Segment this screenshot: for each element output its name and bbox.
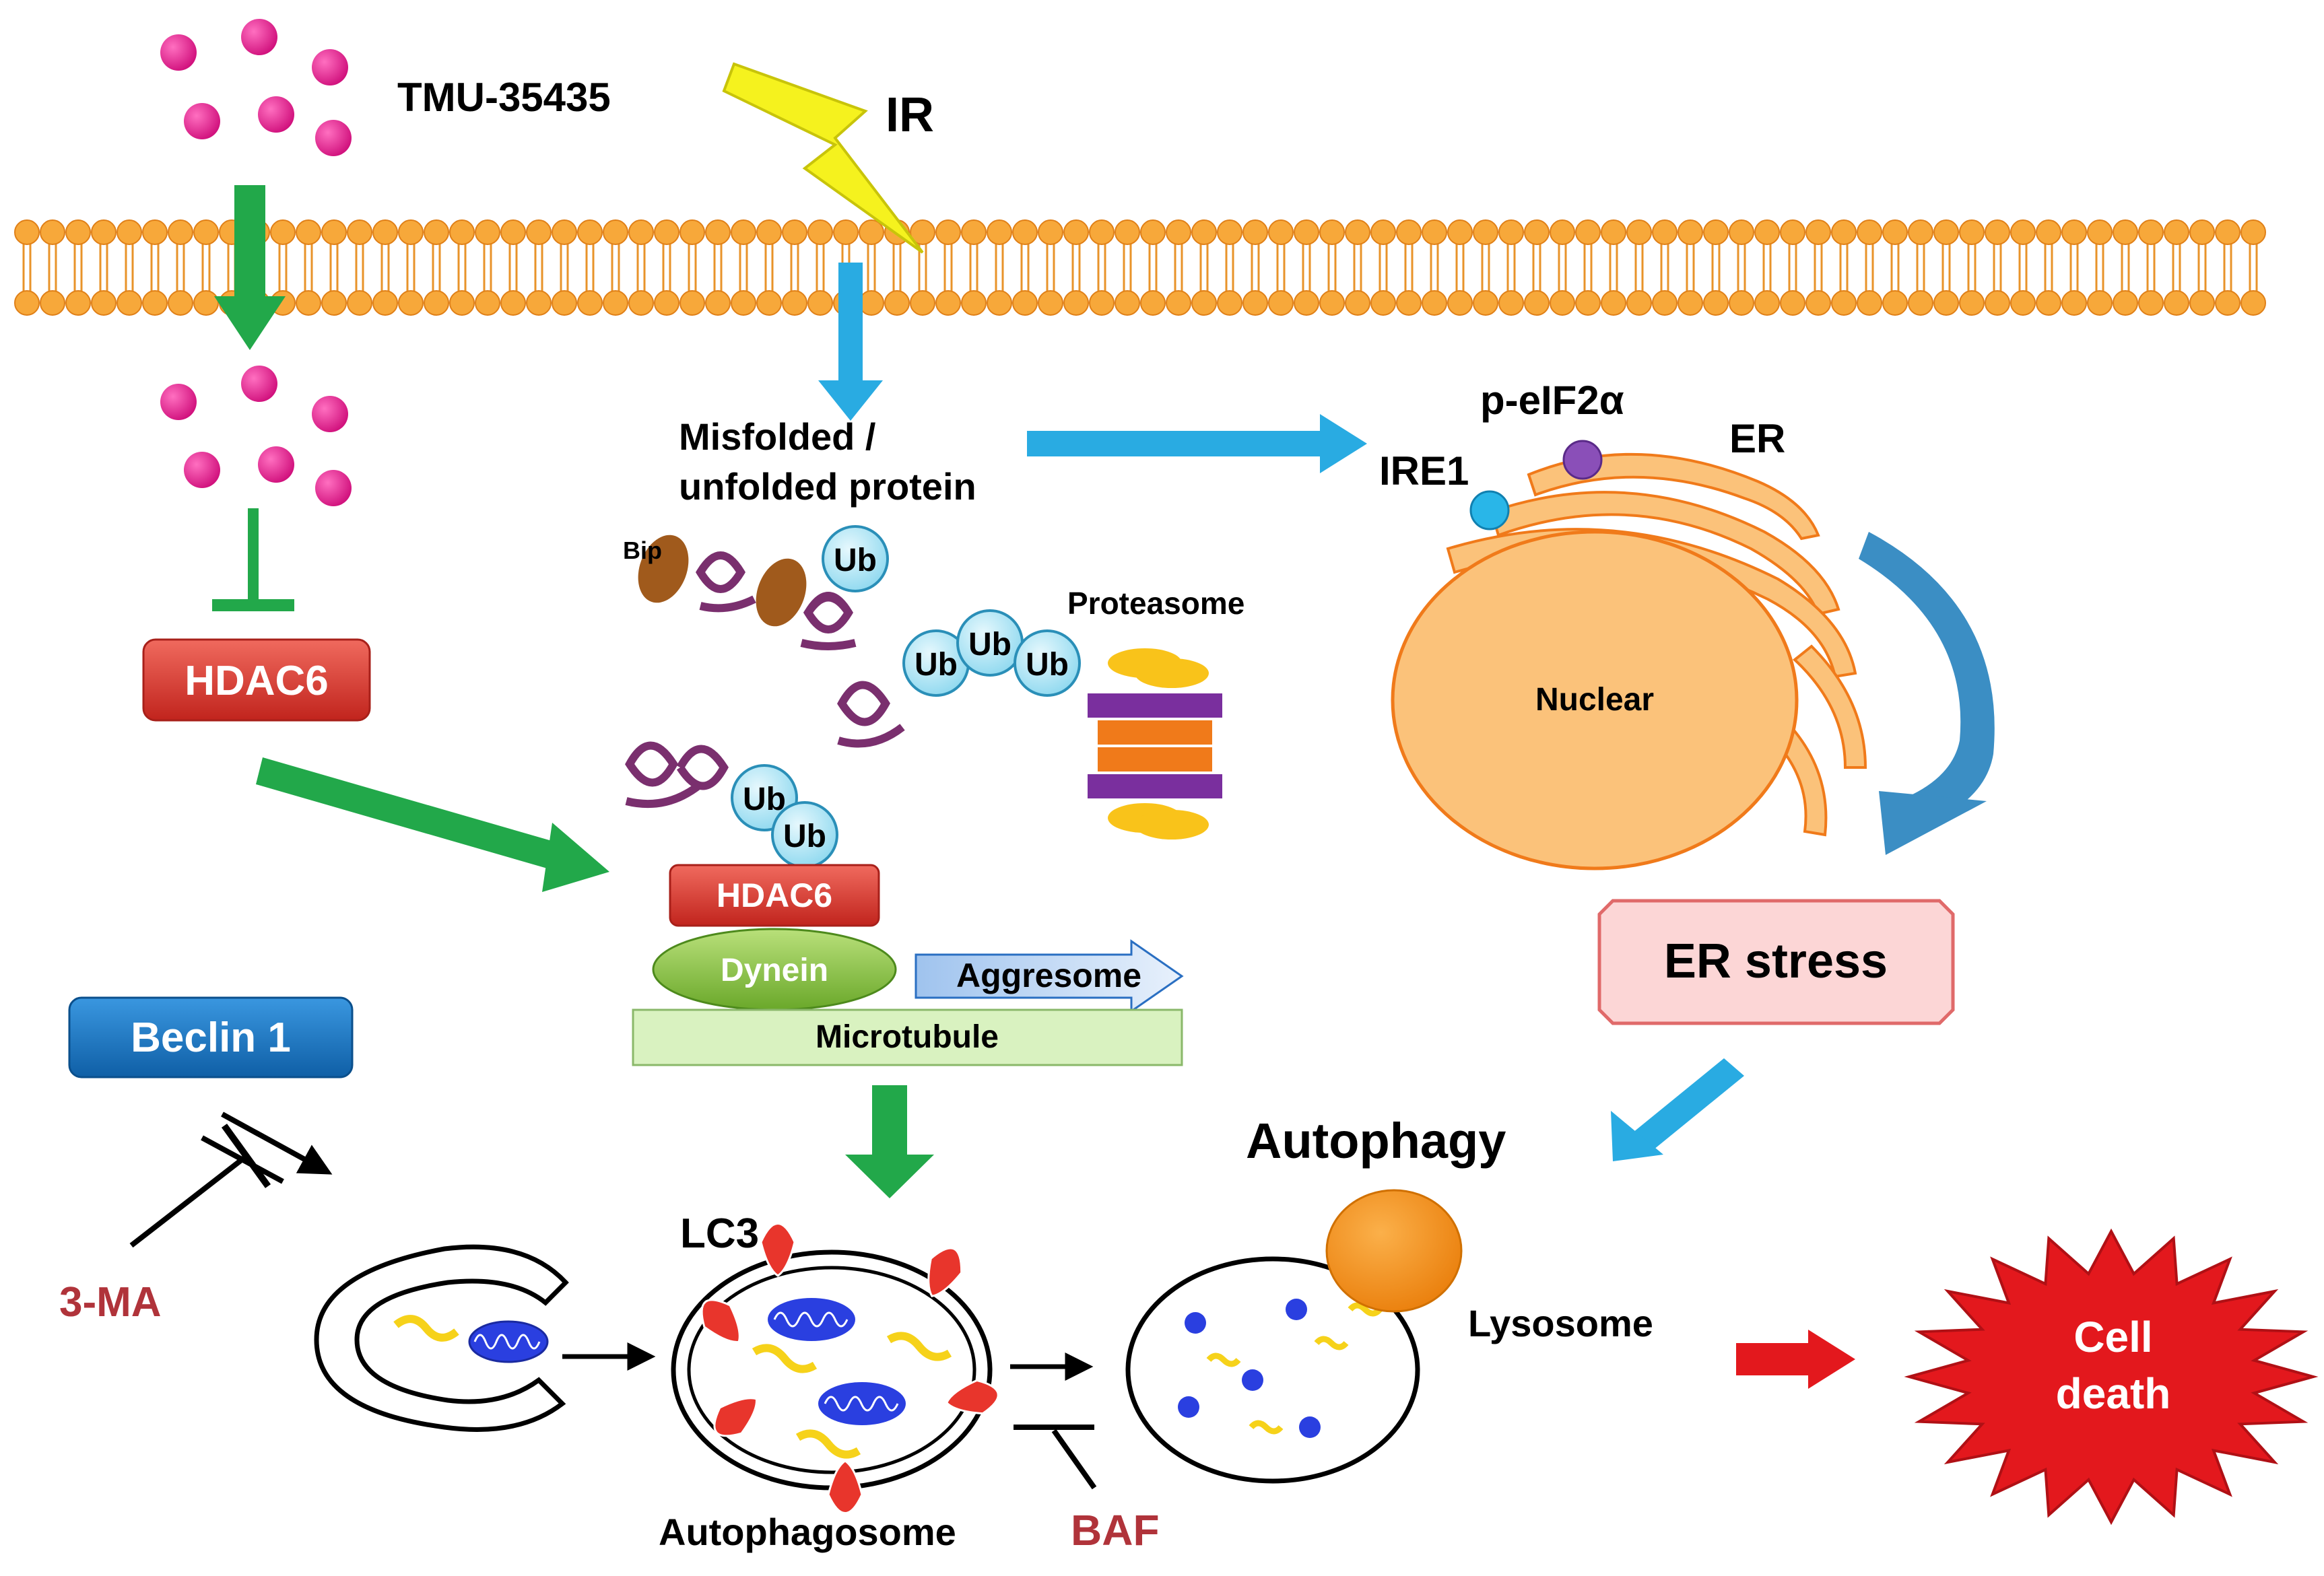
peif2a-label: p-eIF2α <box>1480 378 1624 423</box>
red-arrow-to-death <box>1736 1330 1855 1389</box>
ire1-label: IRE1 <box>1379 448 1469 493</box>
er-stress-label: ER stress <box>1664 934 1888 988</box>
er-nucleus: Nuclear IRE1 p-eIF2α ER <box>1379 378 1867 870</box>
beclin1-box: Beclin 1 <box>68 996 354 1078</box>
proteasome-label: Proteasome <box>1067 586 1244 621</box>
cell-membrane <box>14 219 2266 316</box>
ub-label-3: Ub <box>968 627 1011 662</box>
misfolded-label-line1: Misfolded / <box>679 415 876 458</box>
ub-label-5: Ub <box>743 782 786 817</box>
starburst-icon: Cell death <box>1904 1228 2319 1526</box>
aggresome-label: Aggresome <box>956 957 1141 994</box>
autophagy-label: Autophagy <box>1246 1113 1506 1169</box>
green-arrow-diagonal <box>256 757 609 892</box>
nuclear-label: Nuclear <box>1535 682 1654 718</box>
three-ma-label: 3-MA <box>59 1279 162 1326</box>
hdac6-complex: Ub Ub HDAC6 Dynein Aggresome Microtubule <box>625 741 1184 1066</box>
er-label: ER <box>1729 416 1785 461</box>
green-arrow-down <box>845 1085 934 1198</box>
microtubule-label: Microtubule <box>816 1019 999 1055</box>
bip-label: Bip <box>623 537 662 564</box>
blue-arrow-to-autophagy <box>1611 1058 1744 1161</box>
lc3-label: LC3 <box>680 1210 759 1257</box>
polyubiquitin-chain: Ub Ub Ub <box>837 609 1081 748</box>
ub-label-6: Ub <box>783 819 826 854</box>
curved-arrow-er <box>1859 532 1995 855</box>
inhibition-to-hdac6 <box>212 508 294 611</box>
beclin1-label: Beclin 1 <box>131 1015 291 1061</box>
lightning-bolt-icon <box>722 62 924 254</box>
three-ma-inhibition: 3-MA <box>59 1111 333 1326</box>
bip-protein-cluster: Bip Ub <box>623 525 889 650</box>
ub-label-4: Ub <box>1026 647 1069 683</box>
hdac6-complex-label: HDAC6 <box>717 877 832 914</box>
baf-stem <box>1051 1429 1097 1490</box>
autophagosome-label: Autophagosome <box>659 1511 956 1553</box>
radiation-label: IR <box>886 88 934 142</box>
cell-death-label-line2: death <box>2056 1369 2171 1418</box>
blue-arrow-down <box>818 263 883 421</box>
ub-label-2: Ub <box>915 647 958 683</box>
drug-molecules-inside <box>160 366 352 506</box>
phagophore <box>314 1244 569 1432</box>
hdac6-label: HDAC6 <box>185 658 329 704</box>
drug-label: TMU-35435 <box>397 75 611 120</box>
proteasome: Proteasome <box>1067 586 1244 840</box>
ub-label-1: Ub <box>834 543 877 578</box>
green-arrow-entry <box>214 185 286 350</box>
hdac6-box: HDAC6 <box>142 638 371 722</box>
autophagosome: LC3 Autophagosome <box>659 1210 999 1553</box>
er-stress-box: ER stress <box>1597 899 1955 1025</box>
drug-molecules-outside <box>160 19 352 156</box>
lysosome <box>1325 1189 1463 1313</box>
autolysosome: Lysosome <box>1125 1189 1653 1484</box>
misfolded-label-line2: unfolded protein <box>679 465 976 508</box>
blue-arrow-to-er <box>1027 414 1367 473</box>
dynein-label: Dynein <box>721 953 828 988</box>
lysosome-label: Lysosome <box>1468 1302 1653 1344</box>
cell-death-label-line1: Cell <box>2073 1313 2152 1361</box>
baf-label: BAF <box>1071 1506 1160 1554</box>
